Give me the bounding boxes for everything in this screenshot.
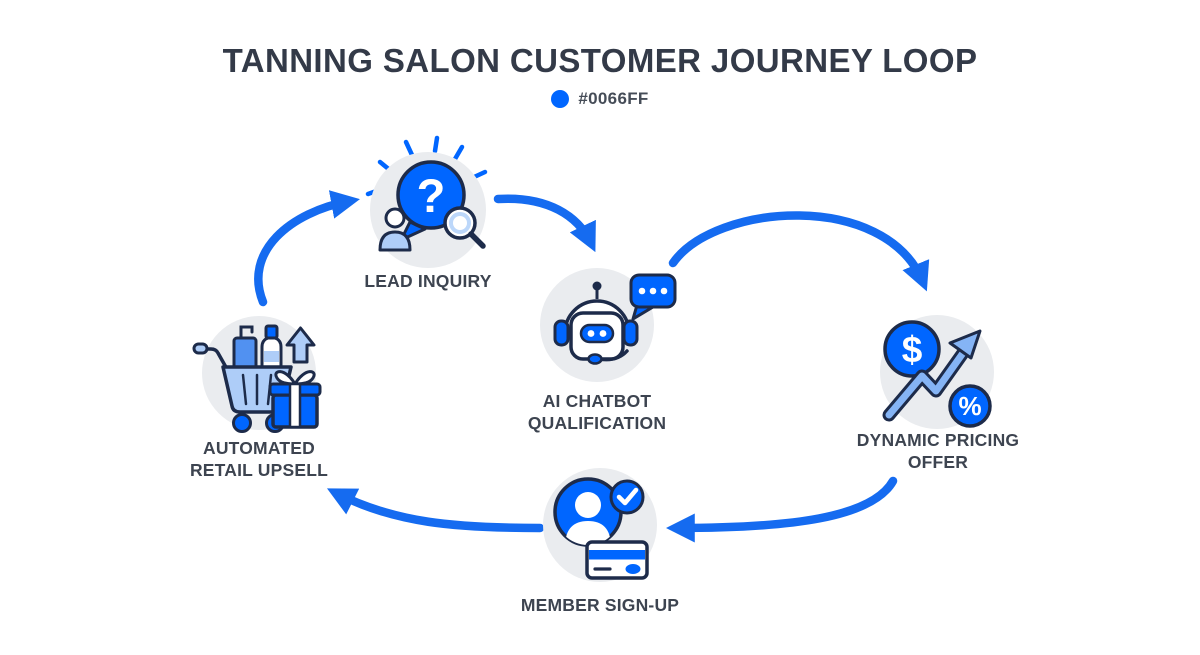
dollar-sign: $ (902, 329, 923, 370)
robot-visor (579, 323, 615, 344)
percent-badge (948, 384, 992, 428)
question-mark: ? (417, 169, 446, 222)
cart-wheel (232, 413, 252, 433)
up-arrow-icon (285, 326, 316, 364)
cart-gift-upsell-icon (192, 316, 322, 433)
node-label-dynamic-pricing: DYNAMIC PRICING OFFER (856, 430, 1020, 472)
dollar-badge (883, 320, 941, 378)
antenna-dot (592, 281, 602, 291)
accent-swatch-dot (551, 90, 570, 108)
arrow-chatbot-to-pricing (668, 211, 930, 292)
mic-tip (587, 353, 603, 365)
accent-swatch-label: #0066FF (578, 89, 649, 108)
question-search-icon: ? (365, 135, 488, 268)
growth-zigzag (885, 349, 967, 419)
robot-chat-icon (540, 268, 677, 382)
arrow-upsell-to-lead (254, 190, 360, 307)
cart-handle (203, 347, 229, 371)
dollar-growth-percent-icon: $ % (880, 315, 994, 429)
arrow-lead-to-chatbot (493, 194, 596, 253)
member-card-check-icon (543, 468, 657, 582)
growth-arrowhead (948, 329, 982, 360)
node-label-lead-inquiry: LEAD INQUIRY (364, 271, 492, 291)
node-label-ai-chatbot: AI CHATBOT QUALIFICATION (527, 391, 667, 433)
check-badge (609, 479, 645, 515)
robot-ear-left (553, 319, 570, 347)
node-label-member-sign-up: MEMBER SIGN-UP (520, 595, 680, 615)
page-title: TANNING SALON CUSTOMER JOURNEY LOOP (222, 42, 978, 79)
person-glyph (378, 230, 412, 252)
lotion-bottle (232, 336, 258, 372)
accent-color-legend: #0066FF (0, 89, 1200, 109)
percent-sign: % (958, 391, 981, 421)
arrow-member-to-upsell (326, 488, 545, 533)
pump-top (239, 325, 254, 340)
robot-ear-right (622, 319, 639, 347)
arrow-pricing-to-member (665, 476, 898, 543)
node-label-automated-retail-upsell: AUTOMATED RETAIL UPSELL (189, 438, 329, 480)
